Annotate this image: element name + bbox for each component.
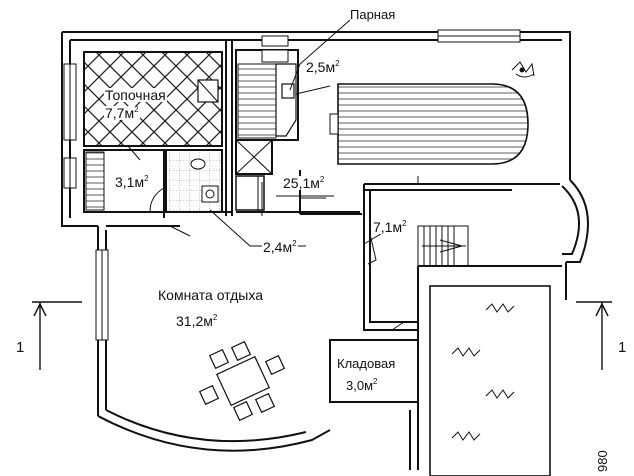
stairs-area: 7,1м2 [372, 220, 408, 234]
stairs-area-value: 7,1м [373, 219, 403, 235]
bath-area-value: 3,1м [115, 174, 145, 190]
section-marker-left-label: 1 [16, 339, 25, 356]
steam-room-area: 2,5м2 [305, 60, 341, 74]
sq-unit: 2 [402, 219, 407, 228]
sq-unit: 2 [373, 377, 378, 386]
pool [329, 83, 529, 165]
plant-icon [511, 61, 535, 78]
hall-area-value: 25,1м [283, 175, 320, 191]
sq-unit: 2 [319, 175, 325, 184]
terrace [429, 285, 551, 476]
sq-unit: 2 [292, 239, 297, 248]
doors [127, 145, 419, 331]
sq-unit: 2 [212, 313, 218, 322]
rest-room-area: 31,2м2 [176, 313, 218, 329]
dimension-label: 980 [595, 450, 610, 472]
corridor-area-value: 2,4м [263, 239, 293, 255]
corridor-area: 2,4м2 [262, 240, 298, 254]
toilet-room [165, 149, 223, 213]
rest-room-area-value: 31,2м [176, 313, 213, 329]
rest-room-label: Комната отдыха [158, 287, 263, 303]
storage-area-value: 3,0м [346, 378, 374, 393]
stove-icon [281, 83, 295, 99]
sq-unit: 2 [335, 59, 340, 68]
dining-table [198, 340, 286, 422]
steam-room-area-value: 2,5м [306, 59, 336, 75]
boiler-room-area-value: 7,7м [105, 105, 135, 121]
sq-unit: 2 [144, 174, 149, 183]
toilet-icon [190, 158, 206, 170]
terrace-hatch [451, 303, 515, 441]
storage-area: 3,0м2 [346, 377, 378, 393]
bath-area: 3,1м2 [114, 175, 150, 189]
shower-block [235, 139, 273, 175]
section-marker-right-label: 1 [618, 339, 627, 356]
sq-unit: 2 [134, 105, 139, 114]
hall-area: 25,1м2 [282, 175, 326, 191]
boiler-room-label: Топочная [104, 87, 167, 103]
sink-icon [201, 185, 219, 203]
storage-label: Кладовая [337, 356, 396, 371]
windows [63, 29, 521, 341]
section-markers [32, 301, 612, 370]
stairs [417, 225, 469, 267]
boiler-room-area: 7,7м2 [104, 106, 140, 120]
steam-room-label: Парная [350, 7, 396, 22]
